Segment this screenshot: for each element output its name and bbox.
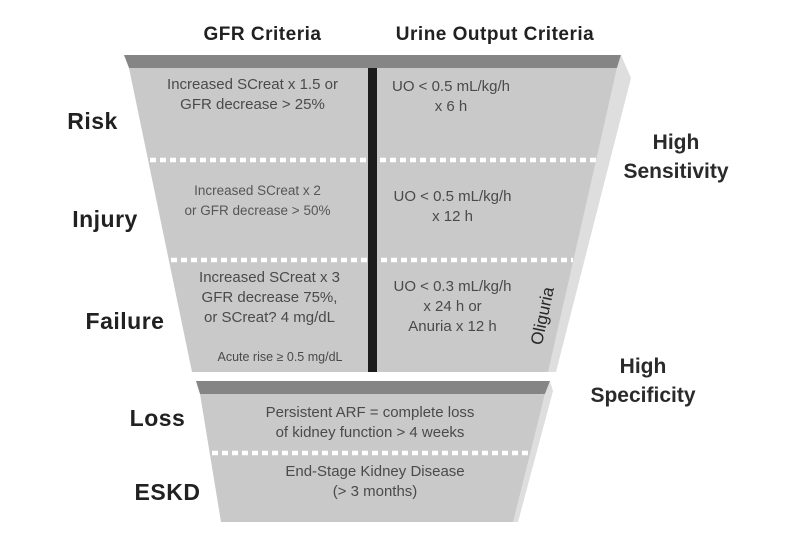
failure-gfr-line3: or SCreat? 4 mg/dL bbox=[204, 309, 335, 326]
loss-line2: of kidney function > 4 weeks bbox=[275, 424, 465, 441]
stage-label-eskd: ESKD bbox=[134, 479, 201, 505]
injury-gfr-line2: or GFR decrease > 50% bbox=[184, 203, 331, 218]
funnel-lower-face bbox=[200, 394, 545, 522]
loss-line1: Persistent ARF = complete loss bbox=[265, 404, 475, 421]
risk-uo-cell: UO < 0.5 mL/kg/h x 6 h bbox=[375, 77, 527, 117]
risk-uo-line1: UO < 0.5 mL/kg/h bbox=[392, 78, 510, 95]
injury-gfr-line1: Increased SCreat x 2 bbox=[194, 183, 321, 198]
funnel-upper-bevel-top bbox=[124, 55, 621, 68]
high-sensitivity-line2: Sensitivity bbox=[623, 160, 729, 183]
eskd-cell: End-Stage Kidney Disease (> 3 months) bbox=[225, 462, 525, 502]
risk-uo-line2: x 6 h bbox=[434, 98, 468, 115]
urine-output-criteria-header: Urine Output Criteria bbox=[395, 24, 595, 45]
stage-label-loss: Loss bbox=[129, 405, 186, 431]
failure-uo-cell: UO < 0.3 mL/kg/h x 24 h or Anuria x 12 h bbox=[375, 277, 530, 337]
failure-gfr-cell: Increased SCreat x 3 GFR decrease 75%, o… bbox=[172, 268, 367, 328]
high-specificity-label: High Specificity bbox=[577, 352, 709, 410]
funnel-upper-bevel-side bbox=[548, 55, 631, 372]
eskd-line2: (> 3 months) bbox=[332, 483, 418, 500]
failure-uo-line3: Anuria x 12 h bbox=[408, 318, 497, 335]
failure-gfr-note: Acute rise ≥ 0.5 mg/dL bbox=[217, 350, 343, 364]
eskd-line1: End-Stage Kidney Disease bbox=[285, 463, 465, 480]
high-sensitivity-line1: High bbox=[652, 131, 700, 154]
gfr-criteria-header: GFR Criteria bbox=[203, 24, 322, 45]
risk-gfr-cell: Increased SCreat x 1.5 or GFR decrease >… bbox=[145, 75, 360, 115]
stage-label-risk: Risk bbox=[67, 108, 118, 134]
stage-label-injury: Injury bbox=[72, 206, 138, 232]
funnel-lower-bevel-top bbox=[196, 381, 550, 394]
injury-uo-cell: UO < 0.5 mL/kg/h x 12 h bbox=[375, 187, 530, 227]
injury-gfr-cell: Increased SCreat x 2 or GFR decrease > 5… bbox=[155, 181, 360, 221]
column-divider bbox=[368, 57, 377, 372]
failure-uo-line1: UO < 0.3 mL/kg/h bbox=[393, 278, 512, 295]
failure-gfr-line2: GFR decrease 75%, bbox=[201, 289, 338, 306]
funnel-lower-bevel-side bbox=[513, 381, 553, 522]
high-specificity-line1: High bbox=[619, 355, 667, 378]
high-sensitivity-label: High Sensitivity bbox=[610, 128, 742, 186]
injury-uo-line1: UO < 0.5 mL/kg/h bbox=[393, 188, 512, 205]
high-specificity-line2: Specificity bbox=[590, 384, 696, 407]
risk-gfr-line2: GFR decrease > 25% bbox=[180, 96, 325, 113]
loss-cell: Persistent ARF = complete loss of kidney… bbox=[215, 403, 525, 443]
failure-uo-line2: x 24 h or bbox=[423, 298, 482, 315]
failure-gfr-line1: Increased SCreat x 3 bbox=[199, 269, 340, 286]
injury-uo-line2: x 12 h bbox=[432, 208, 473, 225]
risk-gfr-line1: Increased SCreat x 1.5 or bbox=[167, 76, 338, 93]
stage-label-failure: Failure bbox=[85, 308, 165, 334]
